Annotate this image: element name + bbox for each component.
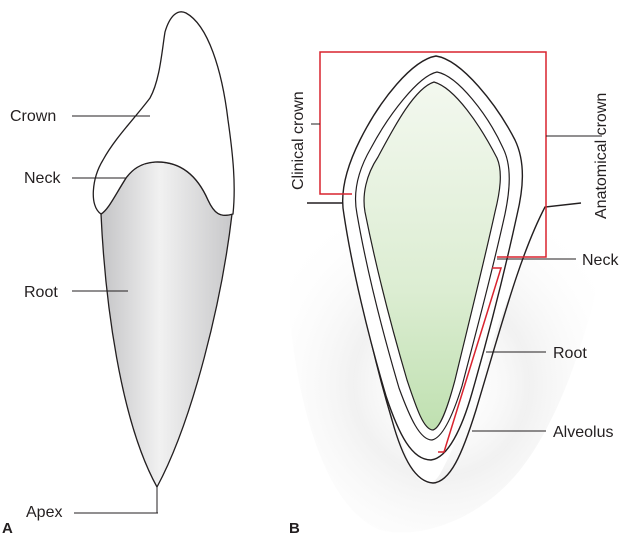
- root-shape: [101, 162, 232, 487]
- neck-label-b: Neck: [582, 252, 619, 269]
- panel-b-letter: B: [289, 520, 300, 537]
- apex-label: Apex: [26, 504, 62, 521]
- alveolus-label: Alveolus: [553, 424, 613, 441]
- root-label-a: Root: [24, 284, 58, 301]
- panel-a-letter: A: [2, 520, 13, 537]
- anatomical-crown-label: Anatomical crown: [593, 93, 610, 219]
- clinical-crown-label: Clinical crown: [290, 91, 307, 190]
- panel-a-tooth: [93, 12, 234, 487]
- neck-label-a: Neck: [24, 170, 61, 187]
- crown-label: Crown: [10, 108, 56, 125]
- root-label-b: Root: [553, 345, 587, 362]
